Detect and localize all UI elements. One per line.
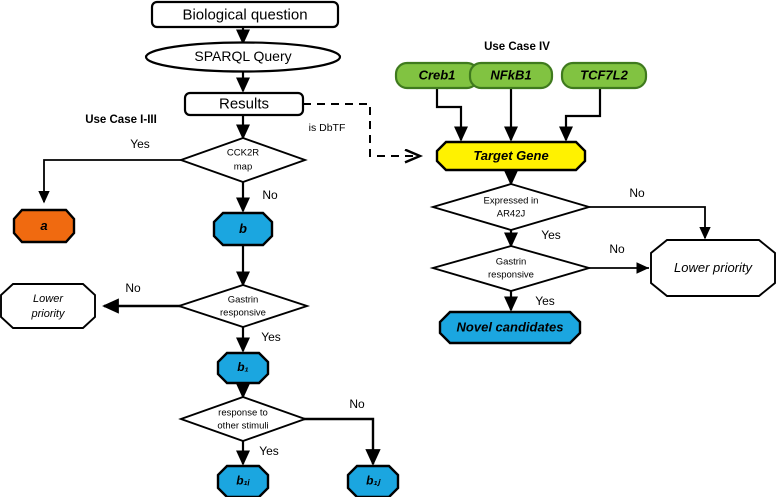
node-b1[interactable]: b₁	[216, 351, 270, 385]
label-no-gastrin-right: No	[609, 242, 625, 256]
label-yes-expressed: Yes	[541, 228, 561, 242]
label-use-case-i-iii: Use Case I-III	[85, 114, 157, 126]
node-novel-candidates-label: Novel candidates	[457, 319, 564, 334]
decision-expressed-label-2: AR42J	[497, 209, 526, 220]
node-target-gene[interactable]: Target Gene	[435, 140, 587, 172]
edge-cck2r-yes-to-a	[38, 159, 197, 204]
node-b-label: b	[239, 221, 247, 236]
node-target-gene-label: Target Gene	[473, 148, 548, 163]
node-b1i[interactable]: b₁ᵢ	[216, 464, 270, 497]
decision-gastrin-responsive-left[interactable]: Gastrin responsive	[175, 284, 311, 328]
decision-stimuli-label-1: response to	[218, 408, 268, 419]
node-tcf7l2[interactable]: TCF7L2	[560, 61, 648, 90]
node-lower-priority-right[interactable]: Lower priority	[650, 239, 776, 297]
decision-gastrin-right-label-1: Gastrin	[496, 257, 527, 268]
decision-response-other-stimuli[interactable]: response to other stimuli	[178, 395, 308, 443]
edge-tcf7l2-to-target-gene	[558, 88, 602, 142]
node-sparql-query-label: SPARQL Query	[194, 48, 291, 64]
node-a[interactable]: a	[12, 208, 76, 244]
label-yes-gastrin-right: Yes	[535, 294, 555, 308]
label-no-cck2r: No	[262, 188, 278, 202]
node-lower-priority-left[interactable]: Lower priority	[0, 283, 96, 329]
label-yes-cck2r: Yes	[130, 137, 150, 151]
node-results-label: Results	[219, 95, 269, 112]
label-yes-gastrin-left: Yes	[261, 330, 281, 344]
node-results[interactable]: Results	[183, 91, 305, 117]
node-b[interactable]: b	[212, 211, 274, 247]
label-use-case-iv: Use Case IV	[484, 41, 550, 53]
node-biological-question-label: Biological question	[182, 6, 307, 23]
node-a-label: a	[40, 218, 47, 233]
node-lower-priority-left-label-2: priority	[30, 308, 66, 320]
label-yes-stimuli: Yes	[259, 444, 279, 458]
decision-stimuli-label-2: other stimuli	[217, 421, 268, 432]
decision-gastrin-responsive-right[interactable]: Gastrin responsive	[429, 245, 593, 292]
decision-cck2r-map[interactable]: CCK2R map	[178, 136, 308, 184]
node-creb1[interactable]: Creb1	[394, 61, 480, 90]
decision-cck2r-map-label-2: map	[234, 162, 252, 173]
node-creb1-label: Creb1	[419, 67, 456, 82]
node-sparql-query[interactable]: SPARQL Query	[144, 41, 342, 73]
label-no-stimuli: No	[349, 397, 365, 411]
label-no-expressed: No	[629, 186, 645, 200]
edge-stimuli-no-to-b1j	[303, 417, 381, 466]
node-nfkb1[interactable]: NFkB1	[468, 61, 554, 90]
decision-gastrin-left-label-2: responsive	[220, 308, 266, 319]
decision-cck2r-map-label-1: CCK2R	[227, 148, 259, 159]
decision-expressed-in-ar42j[interactable]: Expressed in AR42J	[429, 183, 593, 231]
node-b1-label: b₁	[237, 360, 249, 374]
node-novel-candidates[interactable]: Novel candidates	[438, 310, 582, 345]
decision-gastrin-right-label-2: responsive	[488, 270, 534, 281]
decision-expressed-label-1: Expressed in	[484, 196, 539, 207]
node-b1i-label: b₁ᵢ	[236, 474, 250, 488]
edge-creb1-to-target-gene	[435, 88, 469, 142]
label-is-dbtf: is DbTF	[309, 122, 346, 134]
decision-gastrin-left-label-1: Gastrin	[228, 295, 259, 306]
node-tcf7l2-label: TCF7L2	[580, 67, 628, 82]
label-no-gastrin-left: No	[125, 281, 141, 295]
node-b1j-label: b₁ⱼ	[366, 474, 381, 488]
node-biological-question[interactable]: Biological question	[150, 0, 340, 29]
node-b1j[interactable]: b₁ⱼ	[346, 464, 400, 497]
edge-results-to-target-gene-dashed	[303, 103, 420, 156]
edge-expressed-no-to-lower-priority-right	[589, 206, 711, 240]
node-lower-priority-left-label-1: Lower	[33, 293, 64, 305]
node-nfkb1-label: NFkB1	[490, 67, 531, 82]
node-lower-priority-right-label: Lower priority	[674, 260, 754, 275]
